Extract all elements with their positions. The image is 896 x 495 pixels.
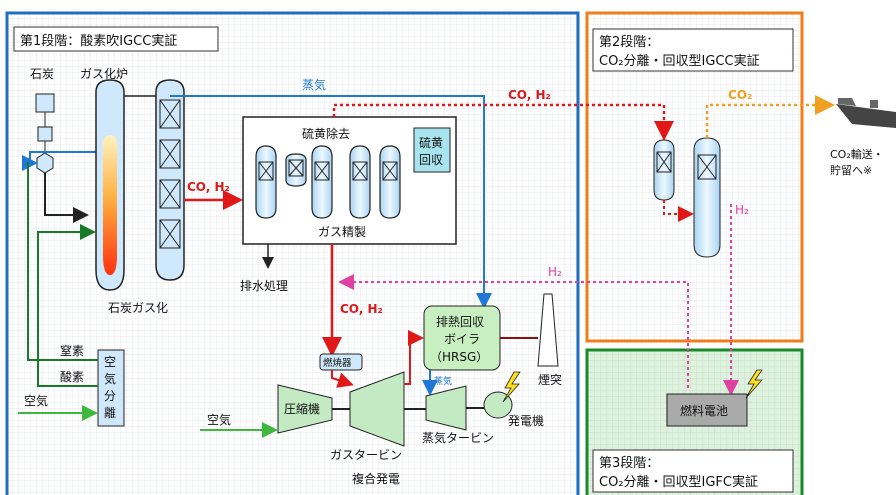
gas-turbine-label: ガスタービン [330, 448, 402, 462]
steam-small-label: 蒸気 [434, 375, 452, 387]
co-h2-low-label: CO, H₂ [340, 302, 383, 316]
compressor-body [277, 384, 333, 434]
wastewater-label: 排水処理 [240, 279, 288, 293]
asu-label-3: 分 [104, 389, 116, 403]
co-h2-mid-label: CO, H₂ [187, 180, 230, 194]
air-comp-label: 空気 [207, 412, 231, 427]
coal-hopper [37, 126, 53, 142]
gas-turbine-body [349, 371, 405, 447]
hrsg-label-1: 排熱回収 [436, 315, 484, 329]
asu-label-4: 離 [104, 406, 116, 420]
sulfur-recovery-label-2: 回収 [419, 153, 443, 167]
co2-transport-label-2: 貯留へ※ [830, 164, 872, 177]
stage2-title-line1: 第2段階： [599, 35, 659, 50]
compressor-label: 圧縮機 [284, 401, 320, 416]
sulfur-removal-label: 硫黄除去 [302, 126, 350, 141]
steam-top-label: 蒸気 [302, 77, 326, 92]
fuel-cell-box [666, 393, 748, 427]
gas-cleaning-label: ガス精製 [318, 225, 366, 239]
steam-turbine-body [425, 385, 467, 431]
coal-gasification-label: 石炭ガス化 [108, 301, 168, 315]
sulfur-recovery-label-1: 硫黄 [419, 135, 443, 150]
coal-label: 石炭 [30, 67, 54, 81]
nitrogen-label: 窒素 [60, 343, 84, 358]
steam-turbine-label: 蒸気タービン [422, 430, 494, 445]
combined-cycle-label: 複合発電 [352, 471, 400, 486]
fuel-cell-label: 燃料電池 [680, 403, 728, 418]
ship-icon [836, 98, 896, 128]
co2-label: CO₂ [728, 88, 752, 102]
generator-label: 発電機 [508, 413, 544, 428]
coal-bunker [35, 93, 55, 113]
combustor-label: 燃焼器 [323, 357, 352, 369]
stage2-title-line2: CO₂分離・回収型IGCC実証 [599, 53, 760, 69]
combustor-box [319, 353, 363, 371]
chimney-stack [537, 293, 559, 367]
chimney-label: 煙突 [538, 372, 562, 387]
h2-right-label: H₂ [735, 203, 749, 217]
hrsg-label-3: （HRSG） [430, 350, 488, 364]
gasifier-label: ガス化炉 [80, 67, 128, 81]
sulfur-recovery-box [413, 127, 451, 173]
stage1-title: 第1段階：酸素吹IGCC実証 [20, 33, 177, 49]
asu-box [97, 349, 125, 427]
hrsg-label-2: ボイラ [444, 332, 480, 346]
coal-feeder [36, 152, 54, 174]
stage3-title-line2: CO₂分離・回収型IGFC実証 [599, 474, 758, 490]
oxygen-label: 酸素 [60, 369, 84, 384]
gasifier-flame [103, 135, 117, 275]
air-left-label: 空気 [24, 393, 48, 408]
asu-label-1: 空 [104, 355, 116, 369]
stage3-title-line1: 第3段階： [599, 456, 659, 471]
co-h2-top-label: CO, H₂ [508, 88, 551, 102]
h2-mid-label: H₂ [548, 265, 562, 279]
asu-label-2: 気 [104, 371, 116, 386]
co2-transport-label-1: CO₂輸送・ [830, 147, 884, 161]
co2-absorber [693, 137, 721, 258]
lightning-icon-generator [502, 371, 521, 403]
lightning-icon-fuel-cell [745, 369, 763, 399]
